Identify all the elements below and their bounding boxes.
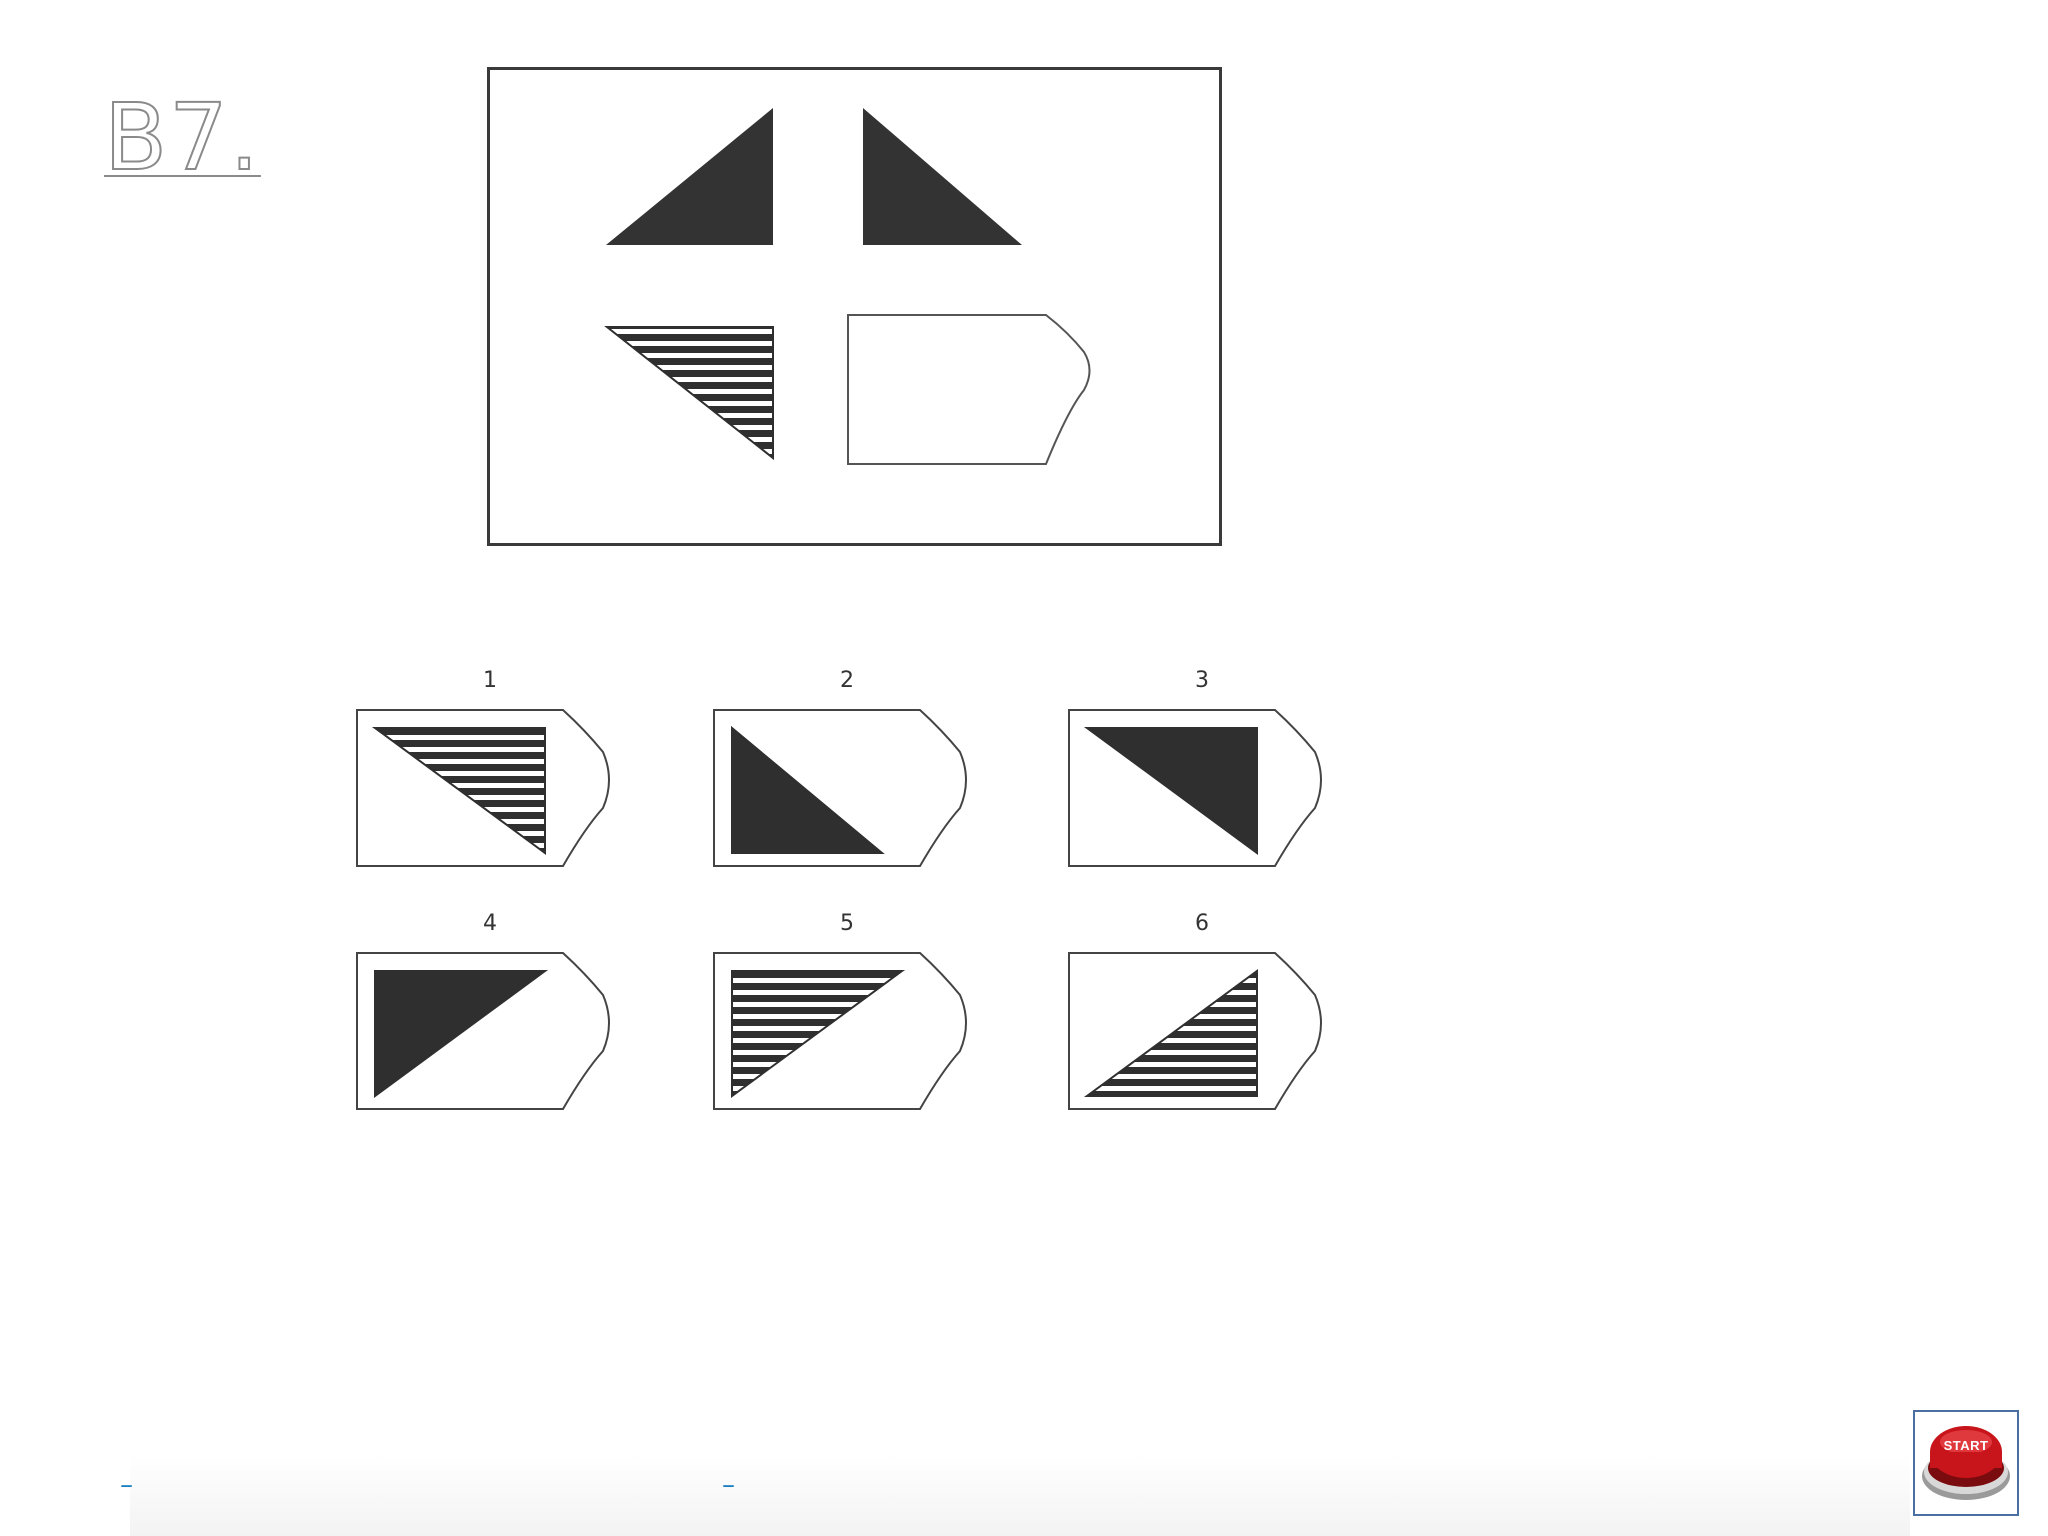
footer-link-left[interactable]: – xyxy=(120,1470,133,1500)
option-triangle xyxy=(374,970,549,1098)
matrix-cell-answer-tag xyxy=(847,314,1091,465)
matrix-cell-top-left xyxy=(606,108,773,245)
footer-bar xyxy=(130,1455,1910,1536)
option-triangle xyxy=(371,727,546,855)
problem-matrix xyxy=(487,67,1222,546)
option-triangle xyxy=(731,970,906,1098)
answer-option-3[interactable]: 3 xyxy=(1057,668,1347,868)
answer-option-6[interactable]: 6 xyxy=(1057,911,1347,1111)
option-number: 3 xyxy=(1195,668,1209,693)
start-button-icon xyxy=(1922,1426,2010,1500)
start-label: START xyxy=(1943,1438,1989,1453)
option-triangle xyxy=(731,725,885,854)
option-triangle xyxy=(1083,727,1258,855)
option-number: 6 xyxy=(1195,911,1209,936)
answer-option-4[interactable]: 4 xyxy=(345,911,635,1111)
option-number: 5 xyxy=(840,911,854,936)
option-number: 2 xyxy=(840,668,854,693)
matrix-cell-top-right xyxy=(863,108,1022,245)
slide-title: B7. xyxy=(103,84,261,191)
matrix-cell-bottom-left xyxy=(604,326,774,461)
answer-option-2[interactable]: 2 xyxy=(702,668,992,868)
option-number: 4 xyxy=(483,911,497,936)
start-button[interactable]: START xyxy=(1913,1410,2019,1516)
option-number: 1 xyxy=(483,668,497,693)
answer-option-1[interactable]: 1 xyxy=(345,668,635,868)
answer-option-5[interactable]: 5 xyxy=(702,911,992,1111)
option-triangle xyxy=(1083,969,1258,1097)
footer-link-right[interactable]: – xyxy=(722,1470,735,1500)
